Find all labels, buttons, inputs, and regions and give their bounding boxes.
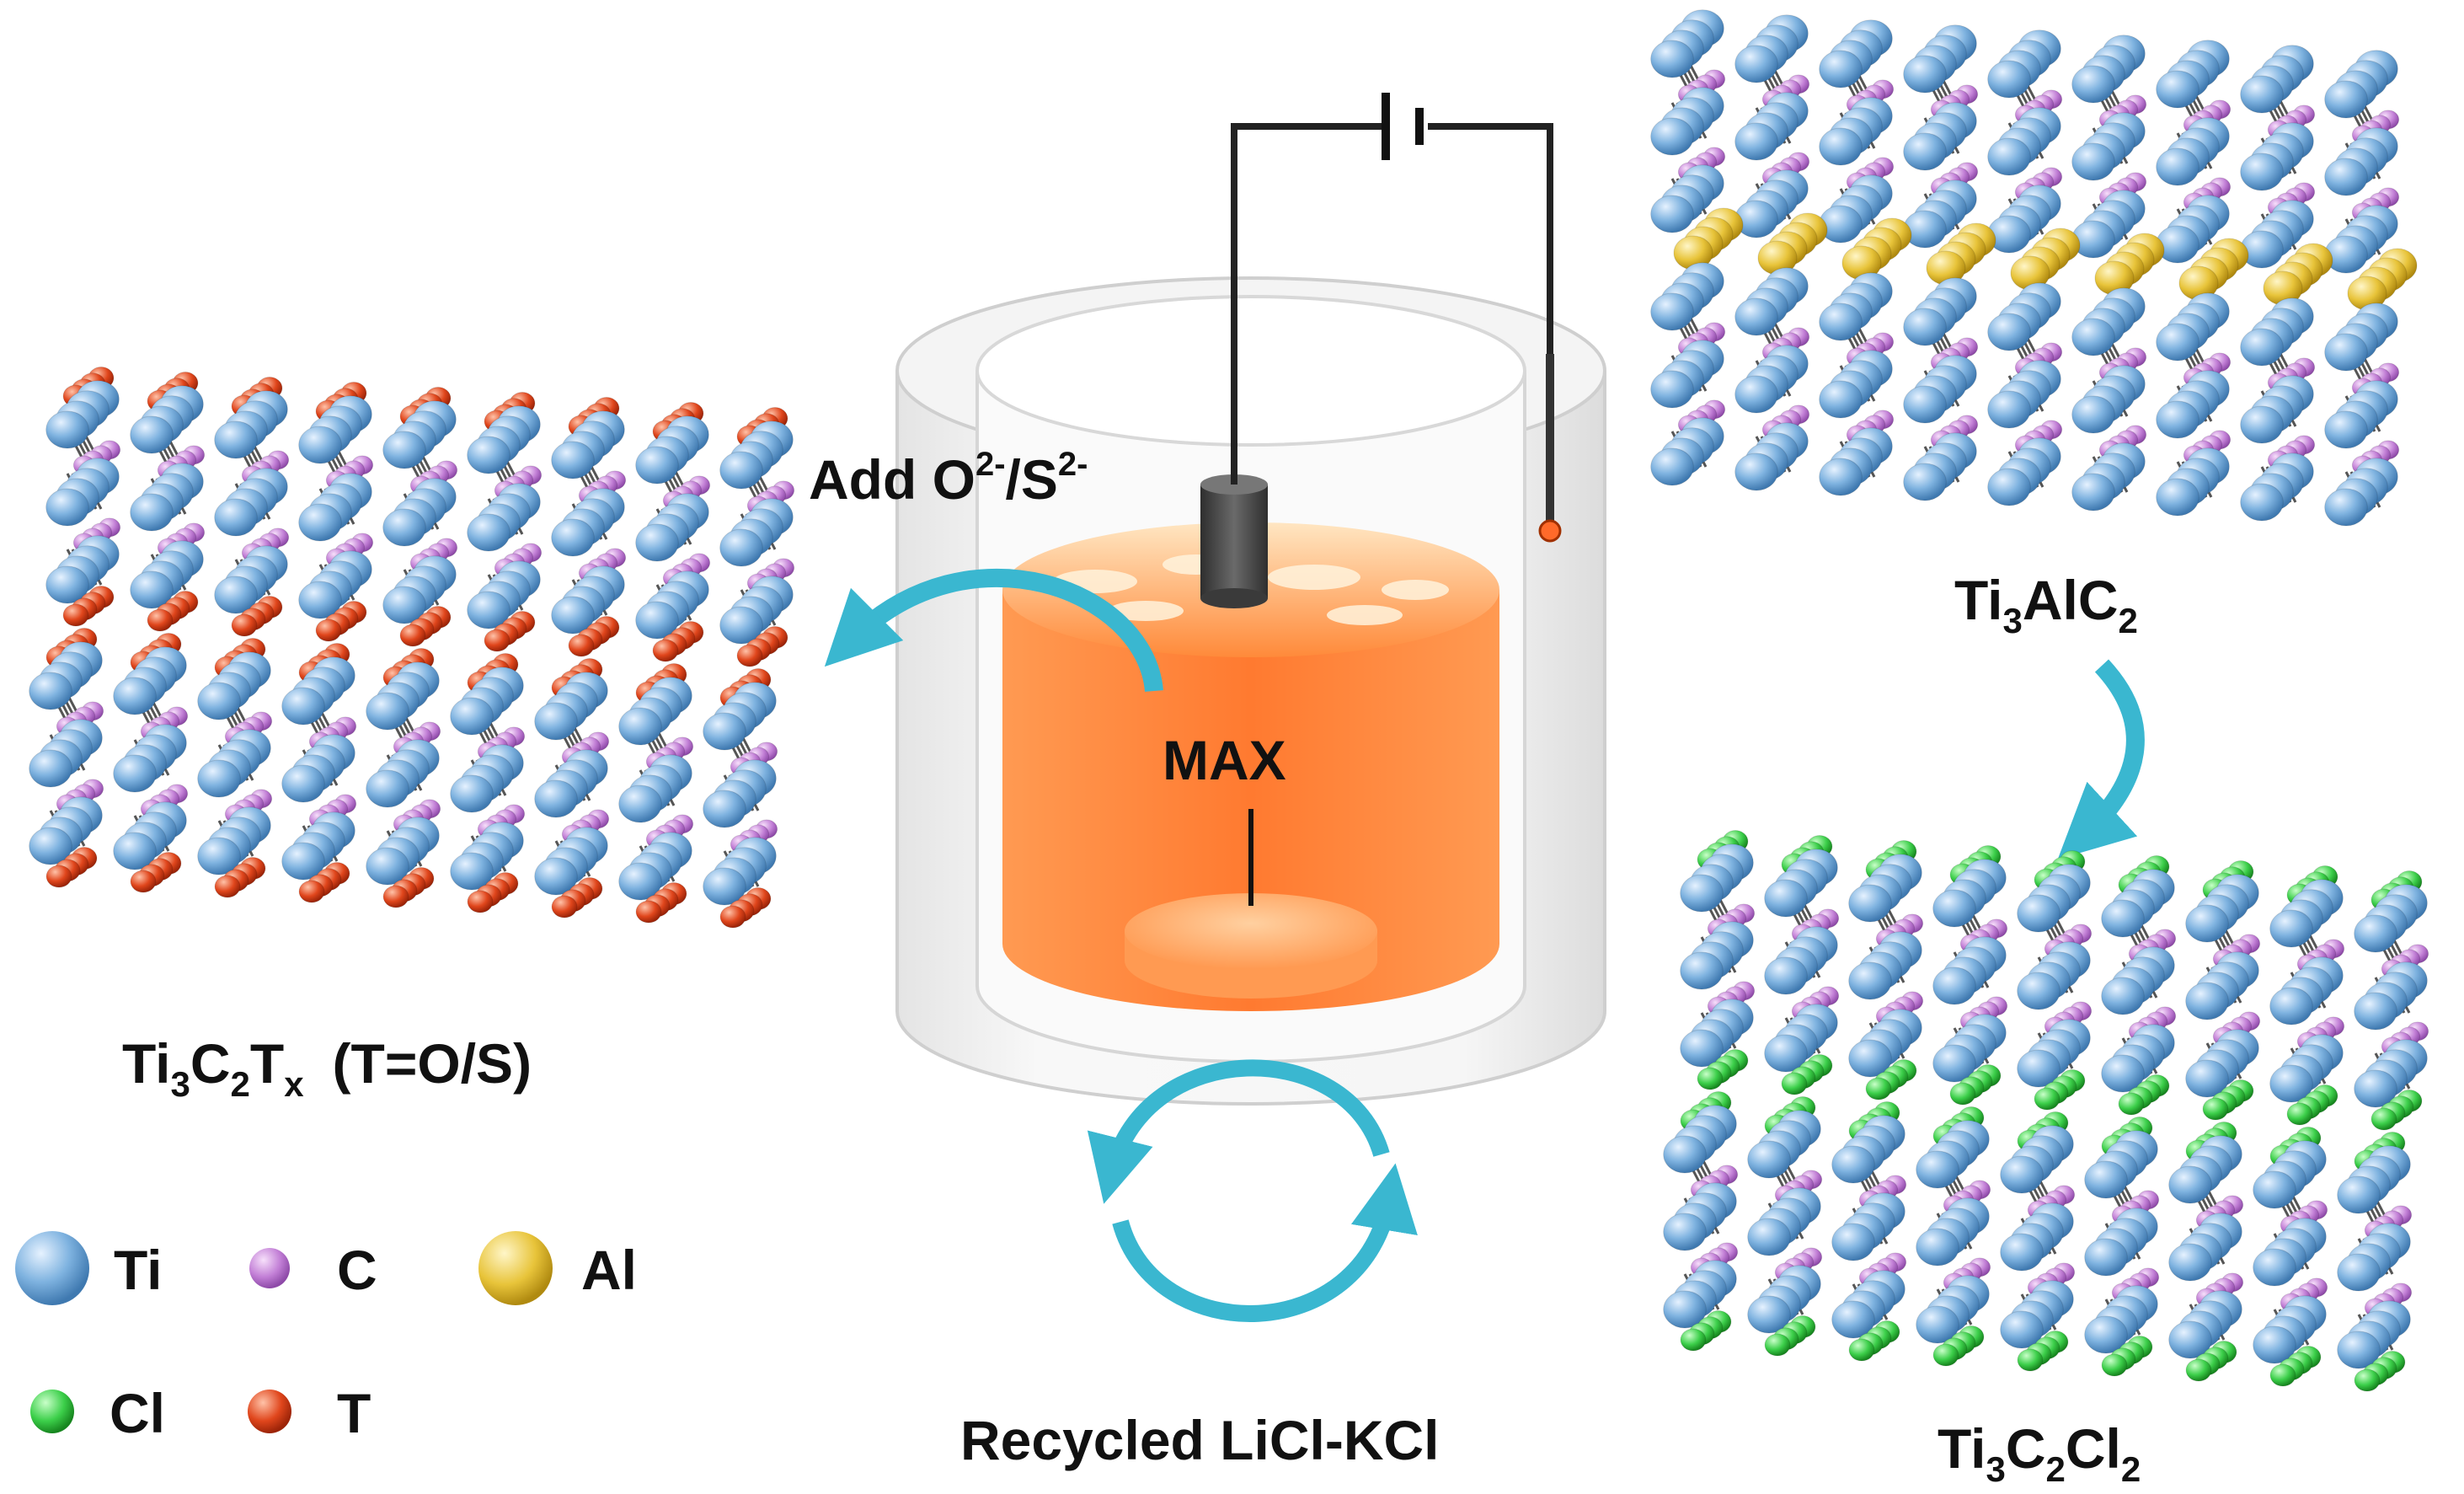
al-layer (1673, 207, 2418, 311)
add-ions-arrow (824, 568, 1163, 693)
add-ions-label: Add O2-/S2- (809, 446, 1088, 511)
svg-text:C: C (337, 1239, 377, 1301)
ti-atom-icon (15, 1231, 89, 1305)
ti3c2tx-label: Ti3C2Tx(T=O/S) (122, 1032, 532, 1104)
svg-text:Ti: Ti (114, 1239, 162, 1301)
arrows (824, 568, 2145, 1322)
legend-item-al: Al (478, 1231, 637, 1305)
svg-text:T: T (337, 1382, 371, 1444)
ti3c2tx-lower-slab (29, 628, 778, 929)
svg-text:Cl: Cl (110, 1382, 165, 1444)
max-to-chloride-arrow (2057, 659, 2145, 859)
recycle-arrow-right (1112, 1163, 1418, 1322)
c-atom-icon (249, 1248, 290, 1288)
svg-text:Al: Al (581, 1239, 637, 1301)
atom-legend: Ti C Al Cl T (15, 1231, 637, 1444)
max-label: MAX (1163, 729, 1286, 791)
ti3c2cl2-upper-slab (1680, 830, 2429, 1131)
ti3c2tx-upper-slab (45, 367, 795, 667)
legend-item-ti: Ti (15, 1231, 162, 1305)
ti3alc2-upper-slab (1650, 9, 2400, 274)
recycle-arrow-left (1087, 1059, 1390, 1204)
ti3c2cl2-lower-slab (1663, 1091, 2413, 1392)
ti3alc2-lower-slab (1650, 262, 2400, 527)
ti3alc2-label: Ti3AlC2 (1954, 569, 2138, 640)
legend-item-c: C (249, 1239, 377, 1301)
layered-structures (29, 9, 2429, 1392)
legend-item-cl: Cl (30, 1382, 165, 1444)
cl-atom-icon (30, 1390, 74, 1433)
al-atom-icon (478, 1231, 553, 1305)
recycled-salt-label: Recycled LiCl-KCl (960, 1409, 1439, 1471)
ti3c2cl2-label: Ti3C2Cl2 (1938, 1417, 2141, 1489)
legend-item-t: T (248, 1382, 371, 1444)
electrolysis-cell (895, 93, 1606, 1106)
t-atom-icon (248, 1390, 291, 1433)
